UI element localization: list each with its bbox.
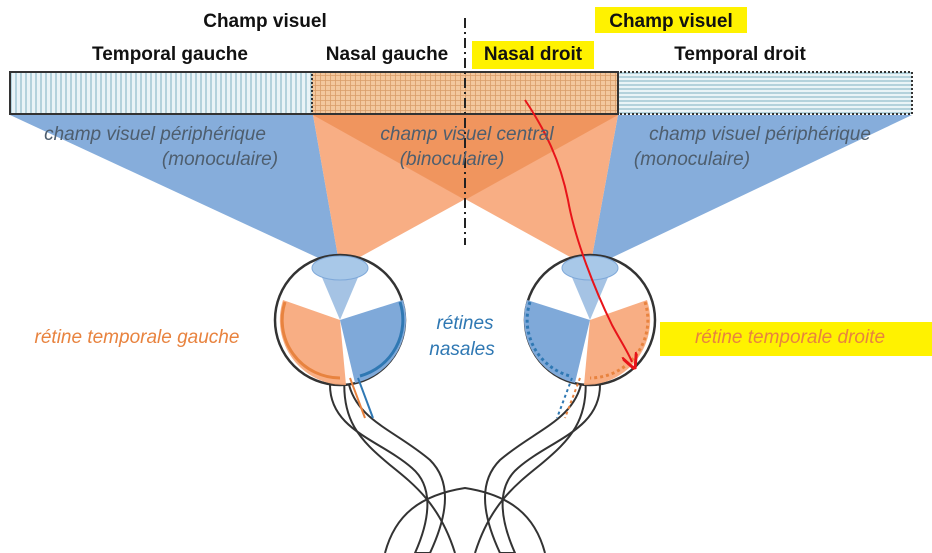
peripheral-left-label: champ visuel périphérique (44, 124, 266, 145)
left-eye-peripheral-cone (10, 115, 340, 268)
peripheral-right-label: champ visuel périphérique (649, 124, 871, 145)
champ-visuel-left-label: Champ visuel (203, 11, 327, 32)
bar-temporal-left (10, 72, 312, 114)
temporal-gauche-label: Temporal gauche (92, 44, 248, 65)
peripheral-left-sub: (monoculaire) (162, 149, 278, 170)
nasales-label: nasales (429, 339, 495, 360)
visual-field-bar (9, 71, 913, 115)
highlight-champ-visuel (595, 7, 747, 33)
central-label: champ visuel central (380, 124, 554, 145)
left-eye-icon (273, 253, 407, 419)
peripheral-right-sub: (monoculaire) (634, 149, 750, 170)
nasal-gauche-label: Nasal gauche (326, 44, 449, 65)
retines-label: rétines (436, 313, 494, 334)
bar-right-eye-outline (311, 71, 913, 115)
field-cones (10, 115, 912, 268)
chiasm-outer (343, 371, 587, 553)
champ-visuel-right-label: Champ visuel (609, 11, 733, 32)
retine-temporale-droite-label: rétine temporale droite (695, 327, 885, 348)
central-sub: (binoculaire) (400, 149, 505, 170)
optic-chiasm-icon (328, 378, 602, 553)
bar-temporal-right (618, 72, 912, 114)
annotation-arrow-icon (524, 99, 632, 362)
retine-temporale-gauche-label: rétine temporale gauche (35, 327, 240, 348)
highlight-retine-droite (660, 322, 932, 356)
temporal-droit-label: Temporal droit (674, 44, 806, 65)
binocular-overlap (313, 115, 618, 200)
right-eye-peripheral-cone (590, 115, 912, 268)
highlight-nasal-droit (472, 41, 594, 69)
nasal-droit-label: Nasal droit (484, 44, 583, 65)
